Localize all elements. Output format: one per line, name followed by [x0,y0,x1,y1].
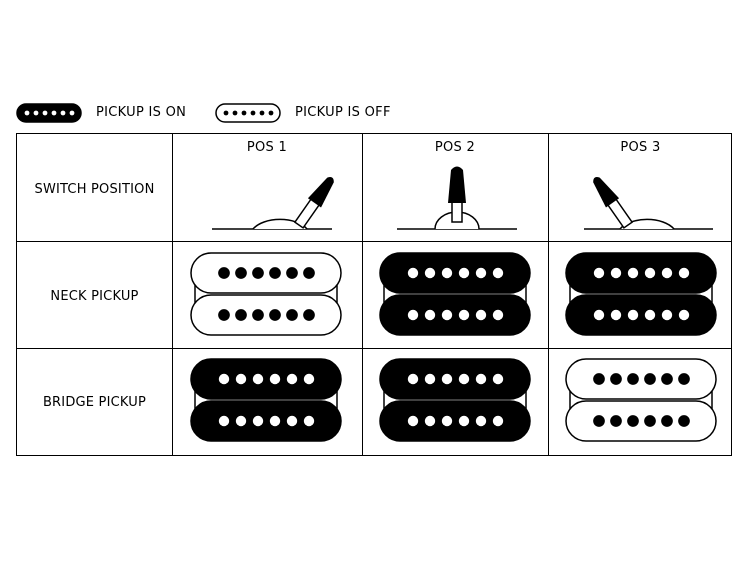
pickup-on-icon [16,103,82,123]
pickup-switch-table: SWITCH POSITION NECK PICKUP BRIDGE PICKU… [16,133,732,456]
pos-3-header: POS 3 [620,140,661,155]
row-divider [17,348,731,349]
bridge-pickup-pos-1-icon [190,358,342,442]
pos-1-header: POS 1 [246,140,288,155]
column-divider [362,134,363,455]
legend-off-label: PICKUP IS OFF [295,105,391,120]
row-divider [17,241,731,242]
switch-position-label: SWITCH POSITION [34,182,155,197]
neck-pickup-pos-3-icon [565,252,717,336]
neck-pickup-pos-1-icon [190,252,342,336]
neck-pickup-pos-2-icon [379,252,531,336]
bridge-pickup-pos-2-icon [379,358,531,442]
column-divider [172,134,173,455]
neck-pickup-label: NECK PICKUP [50,289,139,304]
column-divider [548,134,549,455]
toggle-switch-pos-3-icon [584,176,713,230]
bridge-pickup-pos-3-icon [565,358,717,442]
bridge-pickup-label: BRIDGE PICKUP [42,395,147,410]
toggle-switch-pos-2-icon [397,166,517,230]
toggle-switch-pos-1-icon [212,176,334,230]
pickup-off-icon [215,103,281,123]
legend-on-label: PICKUP IS ON [96,105,187,120]
pos-2-header: POS 2 [434,140,476,155]
